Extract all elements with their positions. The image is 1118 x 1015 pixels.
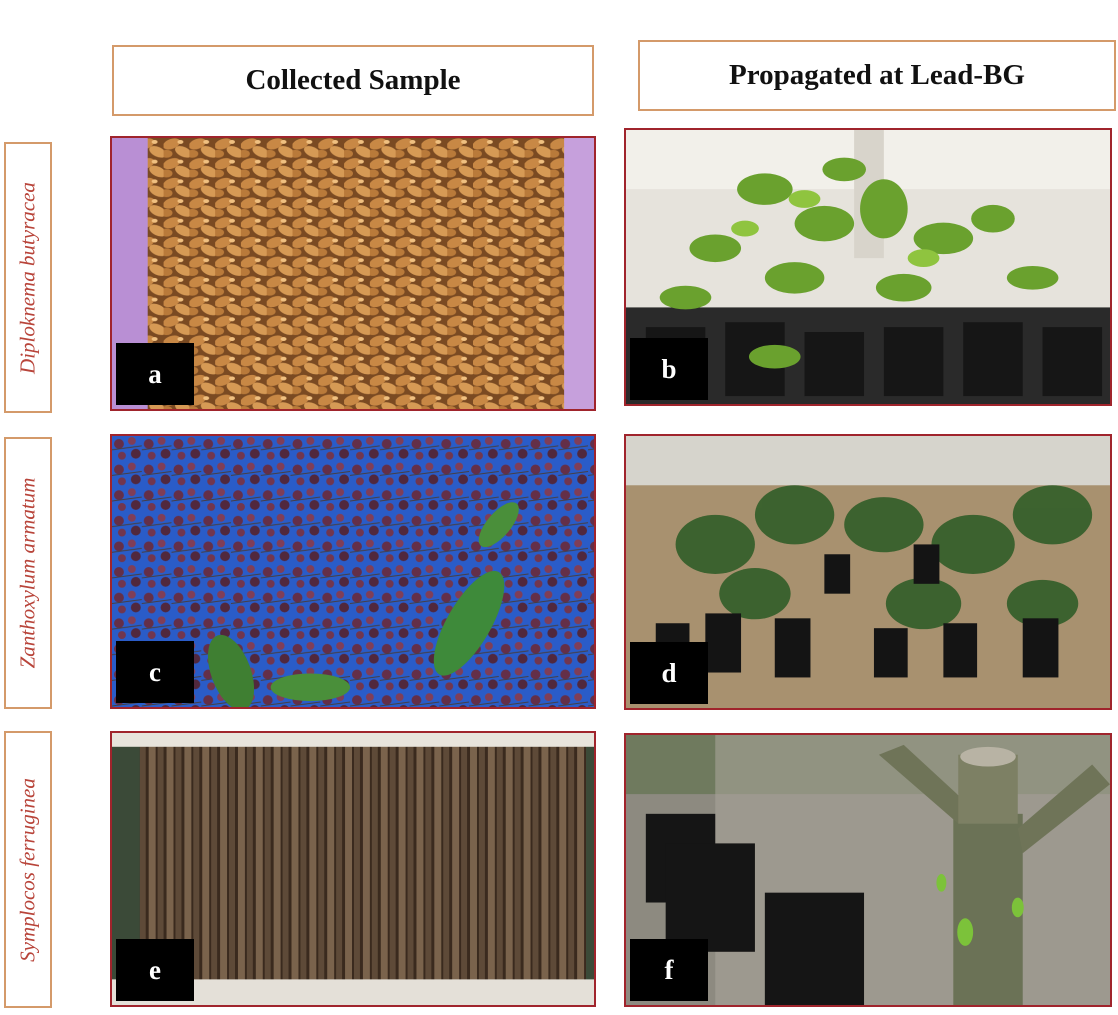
photo-panel-sprouting-cutting: f xyxy=(624,733,1112,1007)
berries-photo xyxy=(112,436,594,707)
species-label-symplocos: Symplocos ferruginea xyxy=(4,731,52,1008)
species-label-text: Symplocos ferruginea xyxy=(15,777,40,962)
sprouting-cutting-photo xyxy=(626,735,1110,1005)
propagated-header: Propagated at Lead-BG xyxy=(638,40,1116,111)
species-label-text: Zanthoxylum armatum xyxy=(15,477,40,669)
panel-label-d: d xyxy=(630,642,708,704)
photo-panel-seedlings: b xyxy=(624,128,1112,406)
photo-panel-saplings: d xyxy=(624,434,1112,710)
species-label-diploknema: Diploknema butyracea xyxy=(4,142,52,413)
collected-sample-header: Collected Sample xyxy=(112,45,594,116)
propagated-header-text: Propagated at Lead-BG xyxy=(729,59,1025,91)
species-label-zanthoxylum: Zanthoxylum armatum xyxy=(4,437,52,709)
species-label-text: Diploknema butyracea xyxy=(15,181,40,374)
panel-label-a: a xyxy=(116,343,194,405)
photo-panel-cuttings: e xyxy=(110,731,596,1007)
collected-sample-header-text: Collected Sample xyxy=(245,64,461,96)
photo-panel-berries: c xyxy=(110,434,596,709)
photo-panel-seeds: a xyxy=(110,136,596,411)
panel-label-c: c xyxy=(116,641,194,703)
panel-label-b: b xyxy=(630,338,708,400)
panel-label-e: e xyxy=(116,939,194,1001)
panel-label-f: f xyxy=(630,939,708,1001)
